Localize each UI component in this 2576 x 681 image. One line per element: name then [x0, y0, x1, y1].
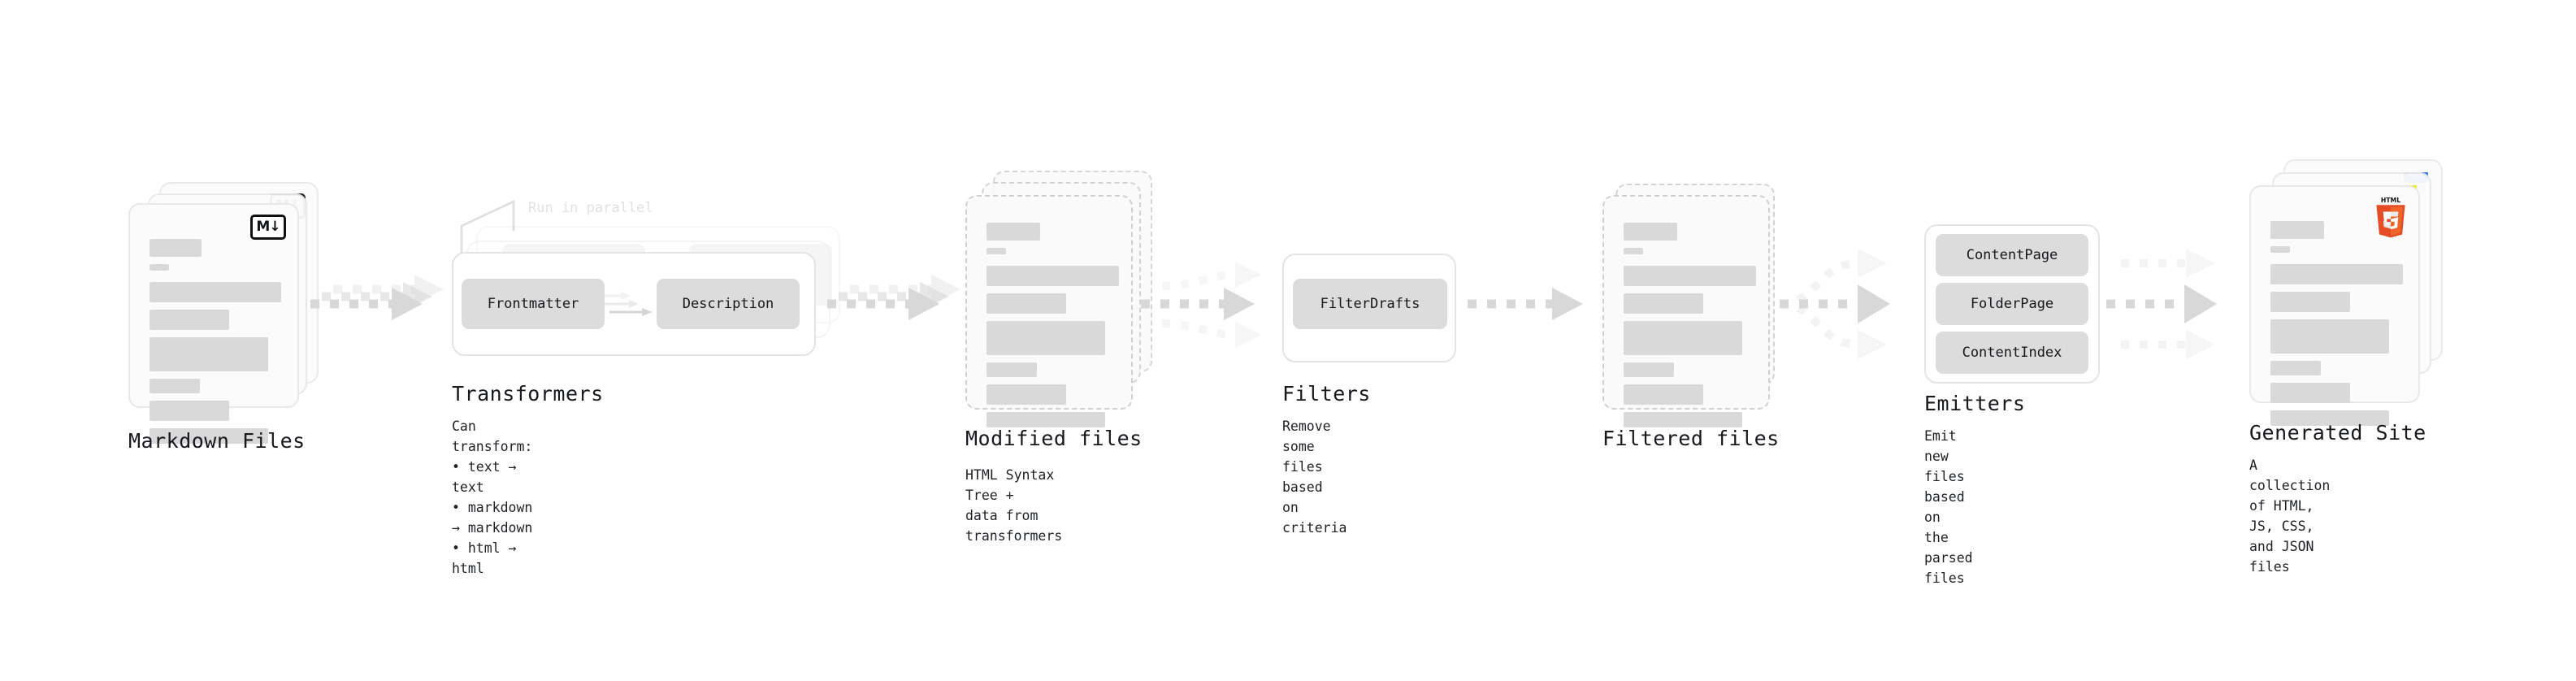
chip-label: Description [682, 296, 774, 312]
chip-label: Frontmatter [487, 296, 579, 312]
markdown-files-title: Markdown Files [128, 429, 306, 453]
chip-label: ContentIndex [1962, 345, 2062, 361]
card-skeleton [987, 223, 1119, 435]
markdown-card-front[interactable]: M↓ [128, 203, 299, 444]
chip-label: FilterDrafts [1320, 296, 1420, 312]
emitter-chip-folderpage[interactable]: FolderPage [1936, 283, 2088, 325]
run-in-parallel-bracket [460, 200, 515, 254]
transformers-inner-arrows [593, 292, 653, 316]
transformer-chip-description[interactable]: Description [657, 279, 800, 329]
modified-files-title: Modified files [965, 427, 1143, 450]
emitters-description: Emit new files based on the parsed files [1924, 428, 1973, 586]
html5-badge-icon: HTML [2376, 197, 2405, 238]
svg-text:HTML: HTML [2381, 197, 2400, 204]
transformers-description: Can transform: • text → text • markdown … [452, 419, 533, 576]
emitter-chip-contentindex[interactable]: ContentIndex [1936, 332, 2088, 374]
emitters-title: Emitters [1924, 392, 2026, 415]
filtered-card-front[interactable] [1602, 195, 1770, 427]
site-card-front[interactable]: HTML [2249, 185, 2420, 426]
chip-label: ContentPage [1966, 247, 2058, 263]
filter-chip-filterdrafts[interactable]: FilterDrafts [1293, 279, 1447, 329]
generated-site-title: Generated Site [2249, 421, 2426, 445]
markdown-badge-icon: M↓ [250, 215, 286, 240]
arrow-modified-to-filters [1141, 262, 1261, 348]
filters-title: Filters [1282, 382, 1371, 406]
arrow-filters-to-filtered [1468, 288, 1583, 320]
run-in-parallel-label: Run in parallel [528, 200, 653, 216]
modified-card-front[interactable] [965, 195, 1133, 427]
arrow-emitters-to-site [2106, 249, 2217, 359]
card-skeleton [1624, 223, 1756, 435]
arrow-filtered-to-emitters [1779, 249, 1890, 359]
card-skeleton [2270, 221, 2403, 433]
chip-label: FolderPage [1970, 296, 2054, 312]
arrow-markdown-to-transformers [310, 275, 444, 320]
filters-description: Remove some files based on criteria [1282, 419, 1347, 536]
transformers-title: Transformers [452, 382, 604, 406]
filtered-files-title: Filtered files [1602, 427, 1780, 450]
emitter-chip-contentpage[interactable]: ContentPage [1936, 234, 2088, 276]
card-skeleton [150, 239, 281, 451]
modified-files-description: HTML Syntax Tree + data from transformer… [965, 467, 1063, 544]
transformer-chip-frontmatter[interactable]: Frontmatter [462, 279, 605, 329]
generated-site-description: A collection of HTML, JS, CSS, and JSON … [2249, 458, 2331, 575]
arrow-transformers-to-modified [827, 275, 961, 320]
